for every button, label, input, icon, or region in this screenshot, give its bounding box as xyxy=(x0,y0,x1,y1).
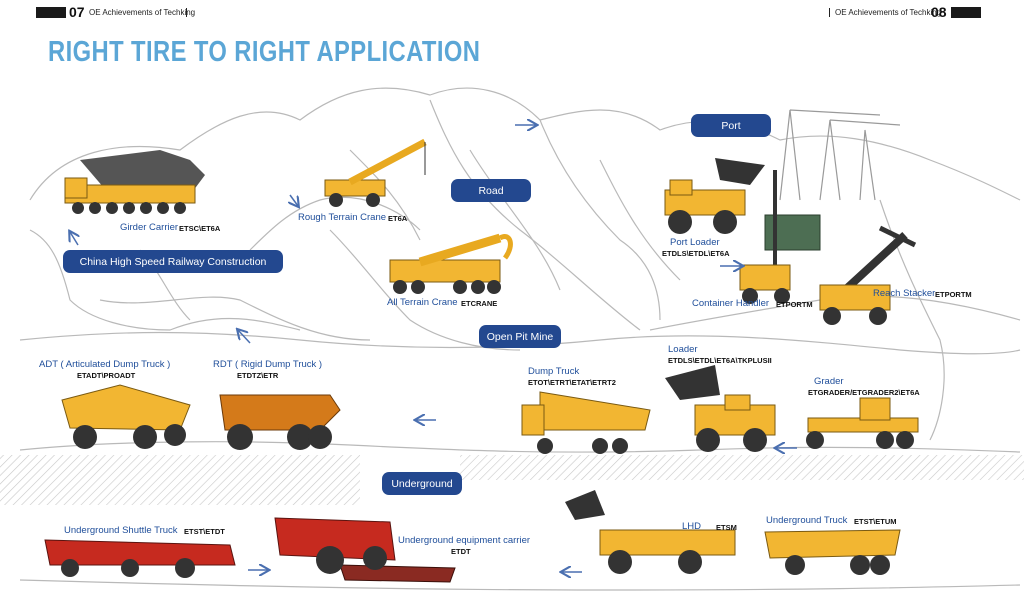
shuttle-truck-code: ETST\ETDT xyxy=(184,527,225,536)
grader-illustration xyxy=(806,397,919,449)
adt-label: ADT ( Articulated Dump Truck ) xyxy=(39,359,171,370)
underground-truck-label: Underground Truck xyxy=(766,515,848,526)
equipment-carrier-illustration xyxy=(274,517,456,583)
shuttle-truck-illustration xyxy=(44,539,236,578)
section-railway[interactable]: China High Speed Railway Construction xyxy=(63,250,283,273)
arrow-to-rdt xyxy=(238,330,251,344)
grader-label: Grader xyxy=(814,376,844,387)
arrow-to-railway xyxy=(70,232,78,246)
loader-illustration xyxy=(665,365,776,452)
shuttle-truck-label: Underground Shuttle Truck xyxy=(64,525,178,536)
section-port[interactable]: Port xyxy=(691,114,771,137)
arrow-crane xyxy=(290,194,298,206)
girder-carrier-code: ETSC\ET6A xyxy=(179,224,221,233)
mountain-sketch xyxy=(19,87,1021,591)
all-terrain-crane-illustration xyxy=(389,233,513,294)
underground-truck-illustration xyxy=(764,529,901,575)
ground-band-right xyxy=(460,455,1024,480)
container-handler-code: ETPORTM xyxy=(776,300,813,309)
lhd-illustration xyxy=(565,490,736,574)
dump-truck-label: Dump Truck xyxy=(528,366,580,377)
right-header-title: OE Achievements of Techking xyxy=(835,8,942,17)
section-underground[interactable]: Underground xyxy=(382,472,462,495)
reach-stacker-code: ETPORTM xyxy=(935,290,972,299)
header-bar-left xyxy=(36,7,66,18)
left-header-title: OE Achievements of Techking xyxy=(89,8,196,17)
dump-truck-illustration xyxy=(521,391,651,454)
rdt-label: RDT ( Rigid Dump Truck ) xyxy=(213,359,323,370)
dump-truck-code: ETOT\ETRT\ETAT\ETRT2 xyxy=(528,378,616,387)
left-page-number: 07 xyxy=(69,4,85,20)
page-title: RIGHT TIRE TO RIGHT APPLICATION xyxy=(48,36,481,68)
section-road[interactable]: Road xyxy=(451,179,531,202)
adt-illustration xyxy=(61,384,191,449)
loader-label: Loader xyxy=(668,344,698,355)
rough-crane-code: ET6A xyxy=(388,214,408,223)
underground-truck-code: ETST\ETUM xyxy=(854,517,897,526)
grader-code: ETGRADER/ETGRADER2\ET6A xyxy=(808,388,920,397)
right-header-divider xyxy=(829,8,830,17)
rough-terrain-crane-illustration xyxy=(324,138,427,207)
rdt-illustration xyxy=(219,394,341,450)
lhd-label: LHD xyxy=(682,521,702,532)
rough-crane-label: Rough Terrain Crane xyxy=(298,212,387,223)
reach-stacker-label: Reach Stacker xyxy=(873,288,936,299)
container-handler-illustration xyxy=(739,170,821,304)
lhd-code: ETSM xyxy=(716,523,737,532)
rdt-code: ETDTZ\ETR xyxy=(237,371,279,380)
port-loader-illustration xyxy=(664,158,765,234)
container-handler-label: Container Handler xyxy=(692,298,770,309)
ground-band-left xyxy=(0,455,360,505)
port-loader-code: ETDLS\ETDL\ET6A xyxy=(662,249,730,258)
loader-code: ETDLS\ETDL\ET6A\TKPLUSII xyxy=(668,356,772,365)
port-loader-label: Port Loader xyxy=(670,237,720,248)
girder-carrier-label: Girder Carrier xyxy=(120,222,179,233)
adt-code: ETADT\PROADT xyxy=(77,371,136,380)
all-terrain-crane-label: All Terrain Crane xyxy=(387,297,458,308)
flow-arrows xyxy=(70,125,797,572)
section-open-pit-mine[interactable]: Open Pit Mine xyxy=(479,325,561,348)
equipment-carrier-code: ETDT xyxy=(451,547,471,556)
equipment-carrier-label: Underground equipment carrier xyxy=(398,535,531,546)
girder-carrier-illustration xyxy=(64,150,205,214)
all-terrain-crane-code: ETCRANE xyxy=(461,299,498,308)
left-header-divider xyxy=(186,8,187,17)
header-bar-right xyxy=(951,7,981,18)
port-gantry-cranes xyxy=(779,109,901,201)
right-page-number: 08 xyxy=(931,4,947,20)
reach-stacker-illustration xyxy=(819,225,917,325)
